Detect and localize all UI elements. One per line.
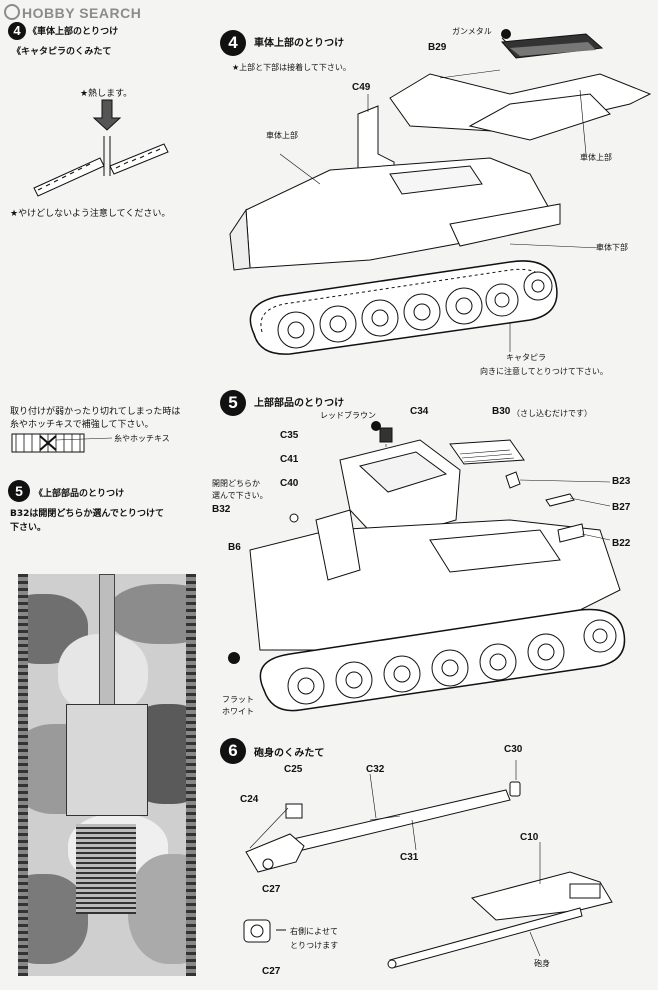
- tracks-title: 《車体上部のとりつけ: [28, 27, 119, 37]
- red-brown-callout: レッドブラウン: [320, 411, 376, 420]
- upper-hull-label-right: 車体上部: [580, 153, 612, 162]
- track-heating-diagram: [33, 99, 169, 197]
- part-label-c35: C35: [280, 430, 299, 441]
- parts-left-title: 《上部部品のとりつけ: [34, 489, 125, 499]
- part-label-b32: B32: [212, 504, 231, 515]
- step6-title: 砲身のくみたて: [254, 748, 325, 759]
- open-close-note-1: 開閉どちらか: [212, 479, 260, 488]
- part-label-c32: C32: [366, 764, 385, 775]
- part-label-c27: C27: [262, 884, 281, 895]
- part-label-b27: B27: [612, 502, 631, 513]
- part-label-b30: B30: [492, 406, 511, 417]
- part-label-c41: C41: [280, 454, 299, 465]
- left-track-photo: [18, 574, 28, 976]
- step-number-badge: 4: [8, 22, 26, 40]
- part-label-b23: B23: [612, 476, 631, 487]
- right-track-photo: [186, 574, 196, 976]
- part-label-c10: C10: [520, 832, 539, 843]
- part-label-b22: B22: [612, 538, 631, 549]
- open-close-note-2: 選んで下さい。: [212, 491, 268, 500]
- right-side-note-1: 右側によせて: [290, 927, 338, 936]
- step4-hull-diagram: [229, 29, 652, 355]
- b30-insert-note: （さし込むだけです）: [512, 409, 592, 418]
- watermark-text: HOBBY SEARCH: [22, 5, 142, 21]
- track-repair-diagram: [11, 433, 113, 453]
- model-photo: [18, 574, 196, 976]
- upper-hull-label: 車体上部: [266, 131, 298, 140]
- tracks-subtitle: 《キャタピラのくみたて: [12, 47, 112, 57]
- part-label-c25: C25: [284, 764, 303, 775]
- part-label-c30: C30: [504, 744, 523, 755]
- step5-title: 上部部品のとりつけ: [254, 398, 345, 409]
- part-label-c49: C49: [352, 82, 371, 93]
- burn-warning: ★やけどしないよう注意してください。: [10, 209, 171, 219]
- thread-staple-callout: 糸やホッチキス: [114, 434, 170, 443]
- step4-title: 車体上部のとりつけ: [254, 38, 345, 49]
- part-label-b29: B29: [428, 42, 447, 53]
- step-number-badge: 5: [8, 480, 30, 502]
- step4-note: ★上部と下部は接着して下さい。: [232, 63, 351, 72]
- lower-hull-label: 車体下部: [596, 243, 628, 252]
- step6-barrel-diagram: [243, 760, 613, 969]
- heat-note: ★熱します。: [80, 89, 133, 99]
- part-label-c40: C40: [280, 478, 299, 489]
- part-label-c27-detail: C27: [262, 966, 281, 977]
- step5-upper-parts-diagram: [228, 421, 626, 712]
- b32-note-line1: B32は開閉どちらか選んでとりつけて: [10, 509, 165, 519]
- track-label: キャタピラ: [506, 353, 546, 362]
- step-number-badge: 4: [220, 30, 246, 56]
- barrel-label: 砲身: [534, 959, 550, 968]
- part-label-c24: C24: [240, 794, 259, 805]
- hobby-search-watermark: HOBBY SEARCH: [4, 4, 141, 21]
- flat-white-callout-2: ホワイト: [222, 707, 254, 716]
- magnifier-icon: [4, 4, 20, 20]
- repair-note-line1: 取り付けが弱かったり切れてしまった時は: [10, 407, 181, 417]
- flat-white-callout-1: フラット: [222, 695, 254, 704]
- engine-grille-photo: [76, 824, 136, 914]
- fighting-compartment-photo: [66, 704, 148, 816]
- part-label-c34: C34: [410, 406, 429, 417]
- part-label-c31: C31: [400, 852, 419, 863]
- part-label-b6: B6: [228, 542, 241, 553]
- right-side-note-2: とりつけます: [290, 941, 339, 950]
- step-number-badge: 6: [220, 738, 246, 764]
- repair-note-line2: 糸やホッチキスで補強して下さい。: [10, 420, 154, 430]
- gunmetal-callout: ガンメタル: [452, 27, 492, 36]
- track-direction-note: 向きに注意してとりつけて下さい。: [480, 367, 608, 376]
- b32-note-line2: 下さい。: [10, 523, 47, 533]
- step-number-badge: 5: [220, 390, 246, 416]
